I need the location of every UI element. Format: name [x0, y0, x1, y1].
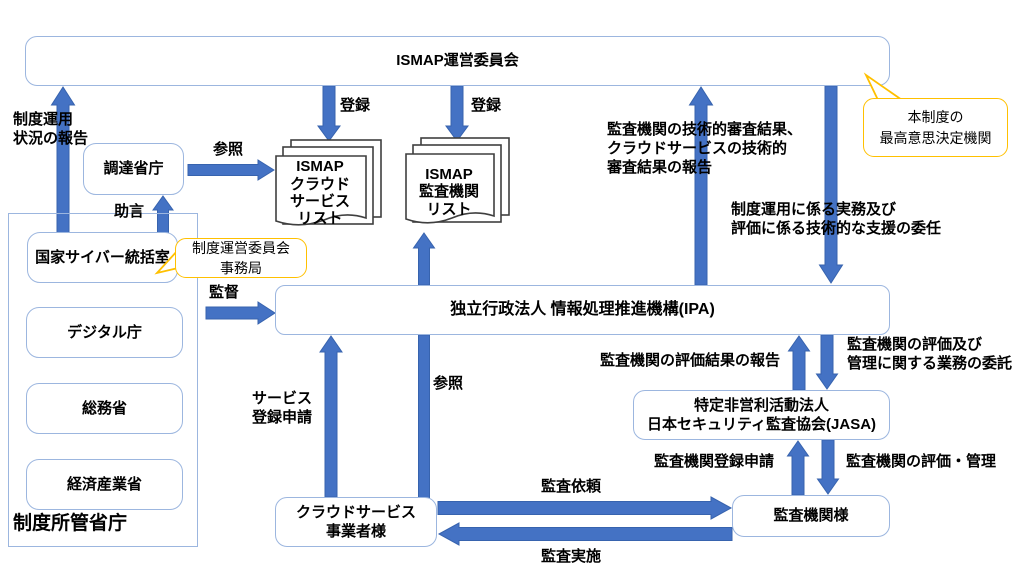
node-digital-agency: デジタル庁	[26, 307, 183, 358]
cloud-service-list-icon	[275, 139, 383, 239]
callout-decision-body: 本制度の 最高意思決定機関	[863, 98, 1008, 157]
group-competent-ministries-label: 制度所管省庁	[13, 513, 128, 534]
tech-report-arrow	[688, 86, 714, 286]
callout-secretariat: 制度運営委員会 事務局	[175, 238, 307, 278]
label-advice: 助言	[114, 203, 145, 220]
node-national-cyber-office: 国家サイバー統括室	[27, 232, 178, 283]
audit-org-list-icon	[405, 137, 511, 237]
label-report-status: 制度運用 状況の報告	[13, 111, 89, 148]
node-ismap-committee: ISMAP運営委員会	[25, 36, 890, 86]
node-jasa: 特定非営利活動法人 日本セキュリティ監査協会(JASA)	[633, 390, 890, 440]
reference-list-arrow	[412, 232, 436, 286]
label-eval-delegate: 監査機関の評価及び 管理に関する業務の委託	[847, 336, 1013, 372]
eval-report-arrow	[787, 335, 811, 391]
label-audit-apply: 監査機関登録申請	[654, 453, 775, 470]
audit-request-arrow	[437, 496, 733, 520]
label-eval-report: 監査機関の評価結果の報告	[600, 352, 781, 369]
label-register-cloud: 登録	[340, 97, 371, 114]
label-audit-request: 監査依頼	[541, 478, 602, 495]
label-delegation: 制度運用に係る実務及び 評価に係る技術的な支援の委任	[731, 201, 942, 238]
audit-org-list-label: ISMAP 監査機関 リスト	[418, 165, 479, 218]
label-tech-report: 監査機関の技術的審査結果、 クラウドサービスの技術的 審査結果の報告	[607, 121, 803, 177]
reference-shaft	[418, 334, 430, 499]
delegation-arrow	[818, 85, 844, 284]
node-audit-organization: 監査機関様	[732, 495, 890, 537]
label-eval-manage: 監査機関の評価・管理	[846, 453, 997, 470]
register-audit-arrow	[445, 85, 469, 142]
reference-procure-arrow	[187, 159, 275, 181]
node-mic: 総務省	[26, 383, 183, 434]
node-meti: 経済産業省	[26, 459, 183, 510]
label-supervise: 監督	[209, 284, 240, 301]
audit-apply-arrow	[786, 440, 810, 496]
cloud-service-list-label: ISMAP クラウド サービス リスト	[289, 158, 350, 228]
register-cloud-arrow	[317, 85, 341, 142]
supervise-arrow	[205, 301, 276, 325]
label-register-audit: 登録	[471, 97, 502, 114]
node-ipa: 独立行政法人 情報処理推進機構(IPA)	[275, 285, 890, 335]
label-reference-top: 参照	[213, 141, 244, 158]
audit-execute-arrow	[437, 522, 733, 546]
node-procurement-ministries: 調達省庁	[83, 143, 184, 195]
service-apply-arrow	[319, 335, 343, 498]
group-competent-ministries	[8, 213, 198, 547]
eval-manage-arrow	[816, 439, 840, 495]
label-service-apply: サービス 登録申請	[252, 390, 313, 427]
node-cloud-provider: クラウドサービス 事業者様	[275, 497, 437, 547]
label-audit-execute: 監査実施	[541, 548, 602, 565]
label-reference-mid: 参照	[433, 375, 464, 392]
eval-delegate-arrow	[815, 334, 839, 390]
